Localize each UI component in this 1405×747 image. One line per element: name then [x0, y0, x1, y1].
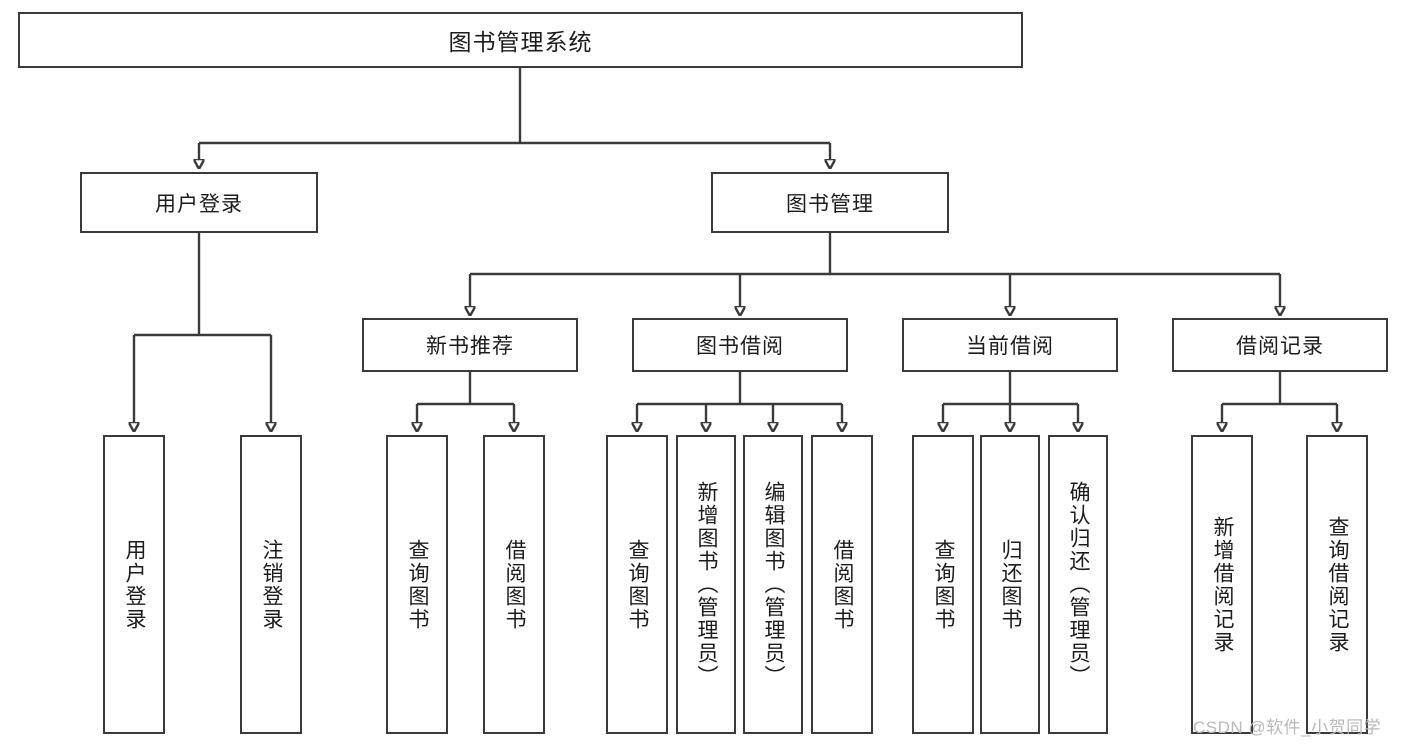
- leaf-borrow-edit-book-admin[interactable]: 编辑图书（管理员）: [743, 435, 803, 734]
- leaf-borrow-add-book-admin[interactable]: 新增图书（管理员）: [676, 435, 736, 734]
- leaf-recommend-borrow-book[interactable]: 借阅图书: [483, 435, 545, 734]
- node-new-book-recommend[interactable]: 新书推荐: [362, 318, 578, 372]
- leaf-user-login-signin[interactable]: 用户登录: [103, 435, 165, 734]
- leaf-borrow-query-book[interactable]: 查询图书: [606, 435, 668, 734]
- leaf-current-return-book[interactable]: 归还图书: [980, 435, 1040, 734]
- node-book-management[interactable]: 图书管理: [711, 172, 949, 233]
- leaf-recommend-query-book[interactable]: 查询图书: [386, 435, 448, 734]
- node-root-system[interactable]: 图书管理系统: [18, 12, 1023, 68]
- leaf-current-confirm-return-admin[interactable]: 确认归还（管理员）: [1048, 435, 1108, 734]
- node-book-borrow[interactable]: 图书借阅: [632, 318, 848, 372]
- node-current-borrow[interactable]: 当前借阅: [902, 318, 1118, 372]
- node-borrow-record[interactable]: 借阅记录: [1172, 318, 1388, 372]
- leaf-record-add-record[interactable]: 新增借阅记录: [1191, 435, 1253, 734]
- node-user-login[interactable]: 用户登录: [80, 172, 318, 233]
- leaf-user-login-signout[interactable]: 注销登录: [240, 435, 302, 734]
- leaf-current-query-book[interactable]: 查询图书: [912, 435, 974, 734]
- leaf-record-query-record[interactable]: 查询借阅记录: [1306, 435, 1368, 734]
- leaf-borrow-borrow-book[interactable]: 借阅图书: [811, 435, 873, 734]
